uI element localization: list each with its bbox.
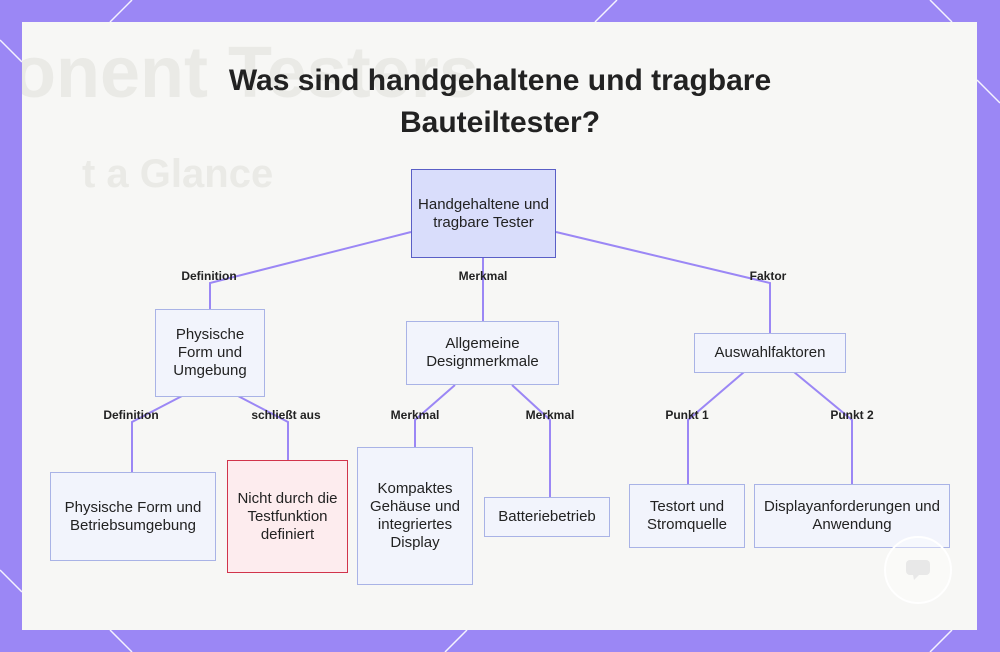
node-designmerkmale[interactable]: Allgemeine Designmerkmale (406, 321, 559, 385)
edge-label-merkmal: Merkmal (458, 269, 508, 283)
edge-label-schliesst-aus: schließt aus (251, 408, 321, 422)
page-title: Was sind handgehaltene und tragbare (228, 64, 772, 97)
page-title-line2: Bauteiltester? (399, 106, 601, 139)
background-watermark-2: t a Glance (82, 152, 274, 196)
node-auswahlfaktoren[interactable]: Auswahlfaktoren (694, 333, 846, 373)
background-watermark: onent Testers (22, 33, 479, 113)
node-displayanforderungen[interactable]: Displayanforderungen und Anwendung (754, 484, 950, 548)
node-physische-form-betrieb[interactable]: Physische Form und Betriebsumgebung (50, 472, 216, 561)
node-physische-form-umgebung[interactable]: Physische Form und Umgebung (155, 309, 265, 397)
node-testort[interactable]: Testort und Stromquelle (629, 484, 745, 548)
edge-label-merkmal-3: Merkmal (525, 408, 575, 422)
node-kompaktes-gehaeuse[interactable]: Kompaktes Gehäuse und integriertes Displ… (357, 447, 473, 585)
node-batteriebetrieb[interactable]: Batteriebetrieb (484, 497, 610, 537)
edge-label-punkt-1: Punkt 1 (665, 408, 709, 422)
node-root[interactable]: Handgehaltene und tragbare Tester (411, 169, 556, 258)
edge-label-faktor: Faktor (749, 269, 787, 283)
edge-label-definition-2: Definition (103, 408, 159, 422)
edge-label-merkmal-2: Merkmal (390, 408, 440, 422)
chat-bubble-icon[interactable] (884, 536, 952, 604)
edge-label-punkt-2: Punkt 2 (830, 408, 874, 422)
node-nicht-testfunktion[interactable]: Nicht durch die Testfunktion definiert (227, 460, 348, 573)
edge-label-definition: Definition (181, 269, 237, 283)
